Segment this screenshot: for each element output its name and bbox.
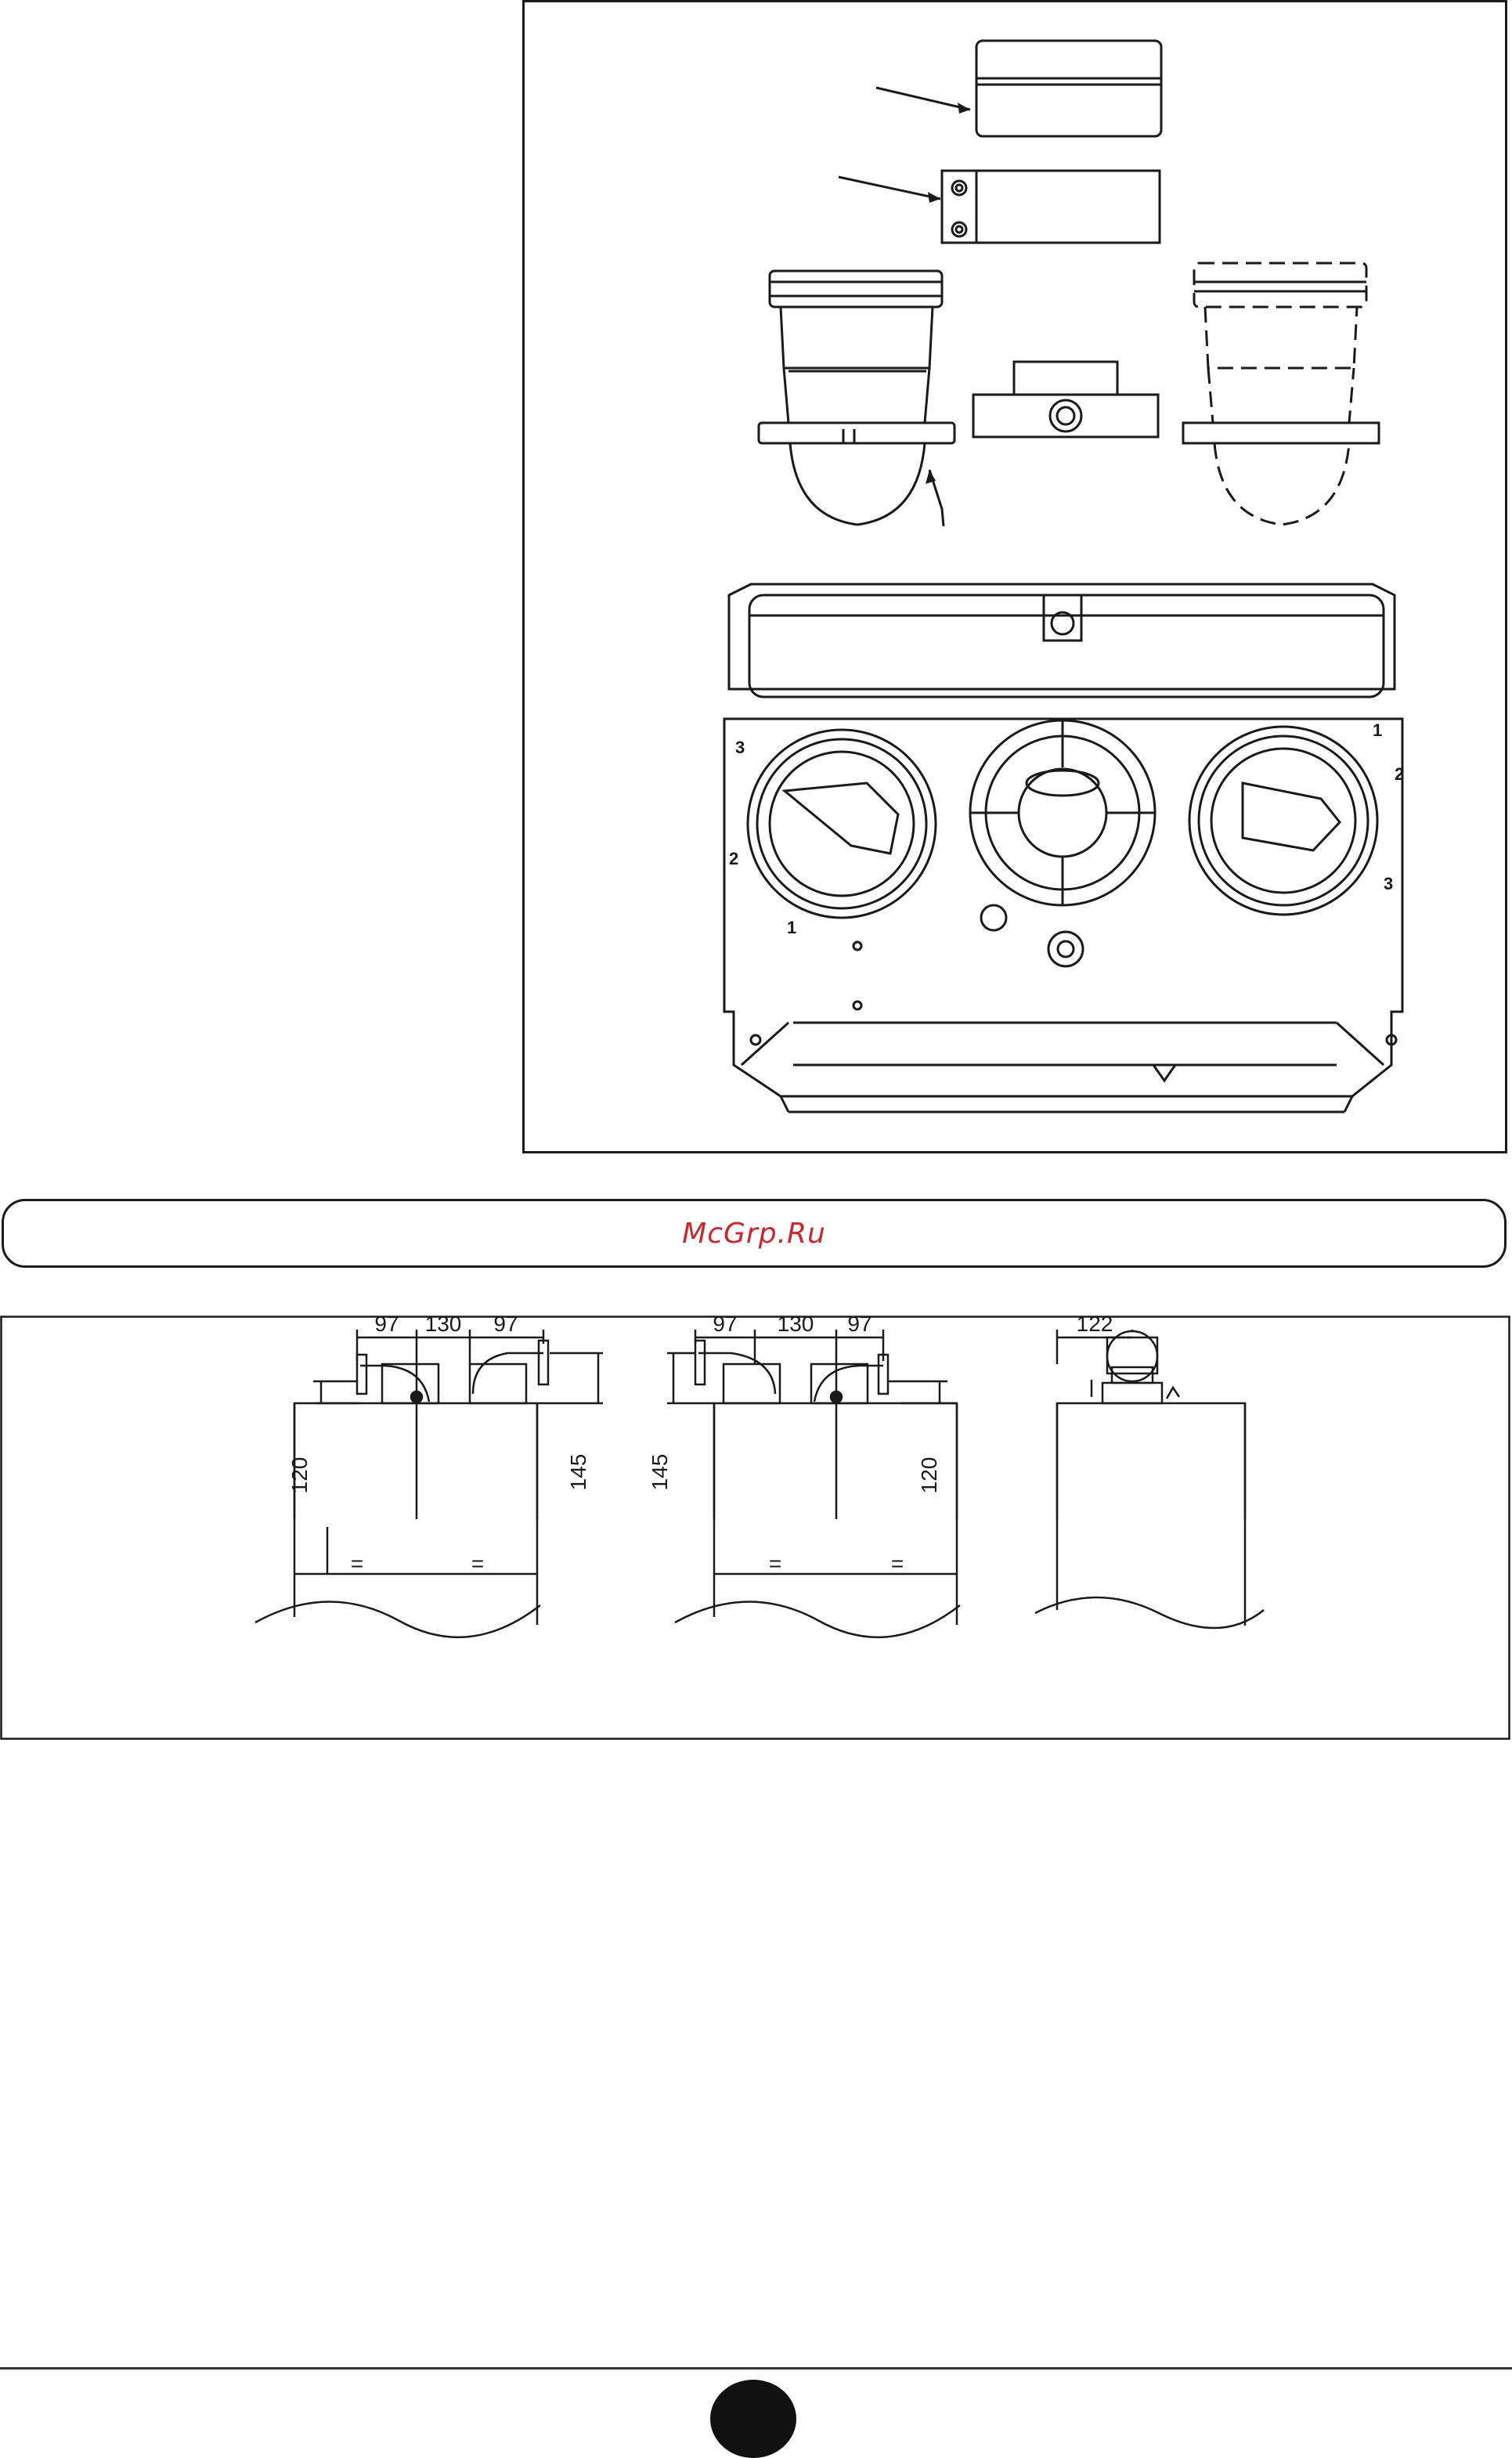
eq-b-right: = xyxy=(891,1551,904,1576)
dim-c-122: 122 xyxy=(1077,1316,1113,1336)
dim-a-145: 145 xyxy=(566,1454,590,1491)
right-outlet xyxy=(1189,727,1377,915)
dimension-frame xyxy=(2,1317,1510,1739)
view-b xyxy=(667,1330,960,1637)
outlet-left-label-2: 2 xyxy=(729,849,738,868)
cover-cap xyxy=(976,41,1161,136)
dim-b-145: 145 xyxy=(648,1454,672,1491)
central-connector xyxy=(973,362,1158,437)
pressure-port xyxy=(1048,932,1083,966)
outlet-left-label-1: 1 xyxy=(787,918,796,937)
dim-a-97-right: 97 xyxy=(493,1316,518,1336)
dimension-figure: 97 130 97 120 145 = = 97 130 97 145 120 … xyxy=(0,1316,1512,1740)
dim-a-120: 120 xyxy=(287,1457,312,1494)
watermark-banner: McGrp.Ru xyxy=(2,1199,1507,1268)
left-outlet xyxy=(748,730,936,918)
figure-frame xyxy=(524,2,1507,1153)
leader-gasket xyxy=(839,177,940,199)
dim-b-97-right: 97 xyxy=(847,1316,871,1336)
eq-b-left: = xyxy=(769,1551,781,1576)
flue-adapter xyxy=(759,271,954,525)
flue-kit-figure: 3 2 1 1 2 3 xyxy=(522,0,1507,1153)
banner-text: McGrp.Ru xyxy=(4,1201,1504,1265)
dim-a-97-left: 97 xyxy=(374,1316,399,1336)
dim-b-130: 130 xyxy=(778,1316,814,1336)
outlet-left-label-3: 3 xyxy=(735,738,745,757)
page-number-badge xyxy=(710,2380,796,2458)
outlet-right-label-1: 1 xyxy=(1373,720,1382,740)
gasket-plate xyxy=(942,171,1160,243)
view-c xyxy=(1035,1330,1264,1628)
outlet-right-label-2: 2 xyxy=(1395,764,1404,784)
center-outlet xyxy=(970,720,1155,905)
flue-adapter-dashed xyxy=(1183,263,1379,525)
outlet-right-label-3: 3 xyxy=(1384,874,1393,893)
dim-b-97-left: 97 xyxy=(713,1316,737,1336)
eq-a-left: = xyxy=(351,1551,363,1576)
leader-cap xyxy=(876,88,970,110)
eq-a-right: = xyxy=(471,1551,484,1576)
small-port xyxy=(981,905,1006,930)
dim-a-130: 130 xyxy=(425,1316,462,1336)
footer-rule xyxy=(0,2367,1512,2370)
dim-b-120: 120 xyxy=(917,1457,941,1494)
